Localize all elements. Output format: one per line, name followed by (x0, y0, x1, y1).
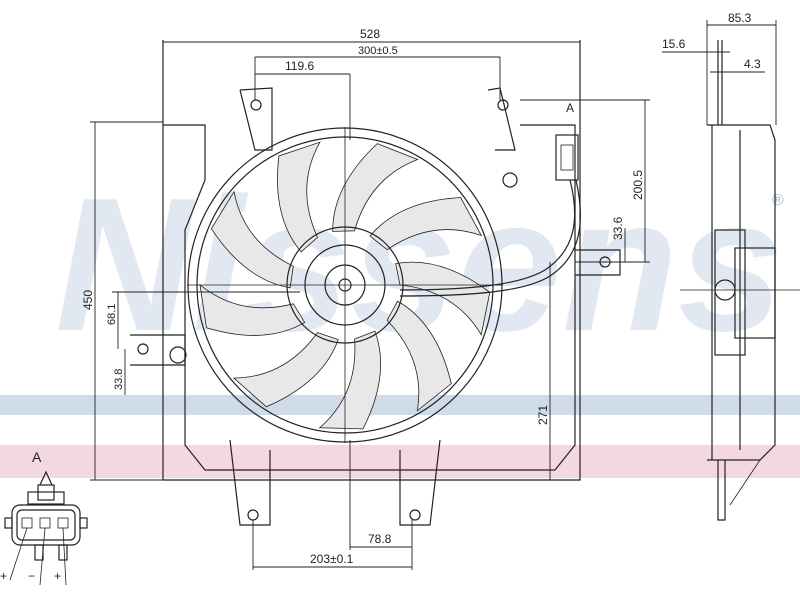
detail-marker-a: A (32, 449, 42, 465)
dim-right-upper: 200.5 (631, 170, 645, 200)
pin-label-1: + (0, 569, 7, 583)
dim-flange: 15.6 (662, 37, 686, 51)
dim-right-small: 33.6 (611, 216, 625, 240)
dim-overall-height: 450 (81, 290, 95, 310)
fan-blade (332, 143, 419, 232)
dim-bottom-offset: 78.8 (368, 532, 392, 546)
fan-blade (369, 197, 483, 251)
dim-bottom-span: 203±0.1 (310, 552, 354, 566)
dim-offset-top: 119.6 (285, 59, 314, 73)
view-marker-a: A (566, 101, 574, 115)
connector-detail: A + − + (0, 449, 88, 586)
dim-overall-width: 528 (360, 27, 380, 41)
dim-left-lower: 33.8 (113, 369, 125, 390)
watermark-band-blue (0, 395, 800, 415)
dim-lower-height: 271 (536, 405, 550, 425)
fan-blade (232, 332, 339, 408)
fan-blade (277, 141, 321, 253)
fan-blade (318, 330, 382, 430)
side-view (680, 40, 800, 521)
fan-blade (386, 300, 452, 412)
dim-mount-span: 300±0.5 (358, 45, 398, 57)
shroud-front-view (130, 40, 621, 526)
pin-label-2: − (28, 569, 35, 583)
pin-label-3: + (54, 569, 61, 583)
watermark-registered: ® (772, 192, 784, 209)
fan-blade (210, 190, 294, 289)
dim-depth: 85.3 (728, 11, 752, 25)
fan-rotor (187, 127, 503, 443)
fan-blade (199, 283, 306, 336)
dimension-lines (90, 20, 777, 570)
dim-left-upper: 68.1 (106, 304, 118, 325)
dim-thickness: 4.3 (744, 57, 761, 71)
